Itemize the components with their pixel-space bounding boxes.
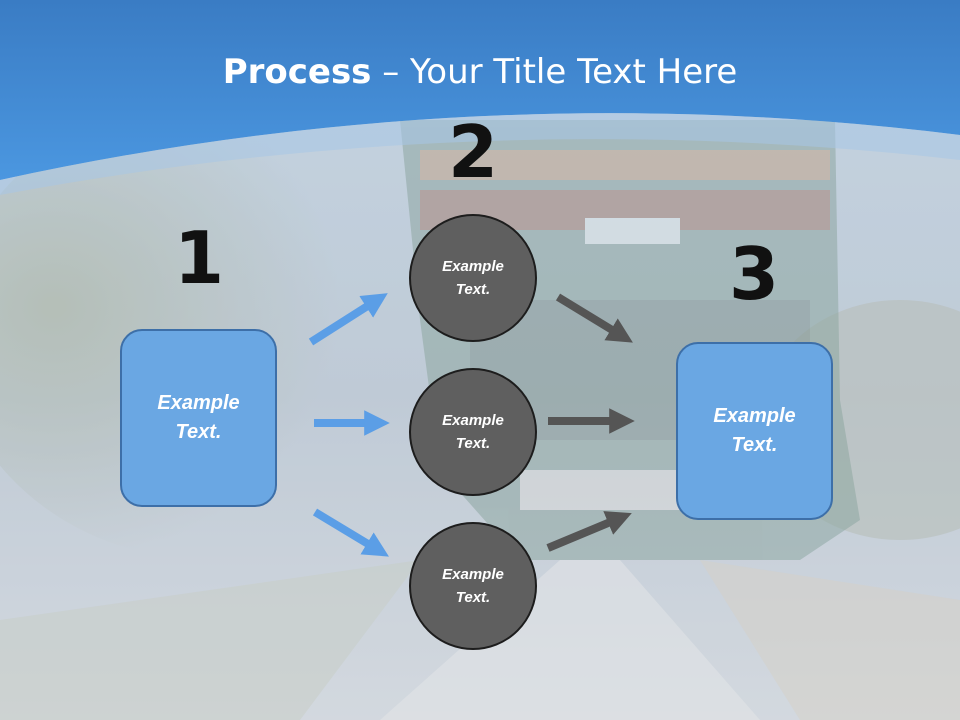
slide-title: Process – Your Title Text Here [0,52,960,92]
right-text-box: Example Text. [676,342,833,520]
circle-bottom-text: Example Text. [442,566,504,606]
step-number-3: 3 [728,232,780,316]
step-number-2: 2 [447,110,499,194]
process-circle-middle: Example Text. [409,368,537,496]
title-rest: – Your Title Text Here [371,52,738,92]
title-bold: Process [222,52,372,92]
circle-middle-text: Example Text. [442,412,504,452]
right-box-text: Example Text. [713,405,796,456]
left-box-text: Example Text. [157,392,240,443]
step-number-1: 1 [173,216,225,300]
left-text-box: Example Text. [120,329,277,507]
process-circle-bottom: Example Text. [409,522,537,650]
circle-top-text: Example Text. [442,258,504,298]
process-circle-top: Example Text. [409,214,537,342]
